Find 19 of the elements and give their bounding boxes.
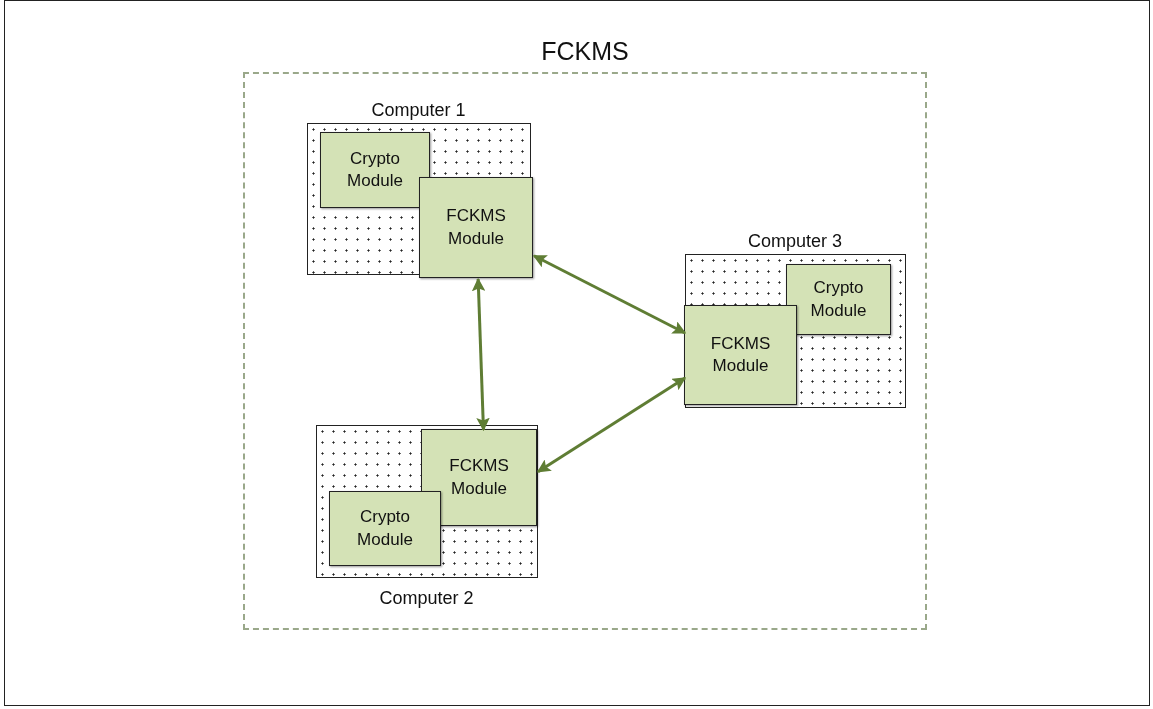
connector-arrow bbox=[532, 254, 687, 335]
module-box bbox=[684, 305, 797, 405]
module-label: Crypto Module bbox=[356, 506, 414, 551]
module-label: Crypto Module bbox=[346, 147, 404, 192]
computer-label: Computer 1 bbox=[370, 99, 467, 121]
module-box bbox=[419, 177, 533, 278]
computer-label: Computer 3 bbox=[746, 230, 843, 252]
module-box bbox=[421, 429, 537, 526]
module-box bbox=[320, 132, 430, 208]
group-label: FCKMS bbox=[540, 37, 630, 66]
computer-label: Computer 2 bbox=[378, 587, 475, 609]
connector-arrow bbox=[536, 376, 687, 473]
module-box bbox=[786, 264, 891, 335]
connector-arrow bbox=[471, 277, 490, 432]
module-box bbox=[329, 491, 441, 566]
module-label: FCKMS Module bbox=[709, 332, 772, 377]
module-label: Crypto Module bbox=[809, 277, 868, 322]
module-label: FCKMS Module bbox=[445, 205, 507, 250]
module-label: FCKMS Module bbox=[448, 455, 510, 500]
